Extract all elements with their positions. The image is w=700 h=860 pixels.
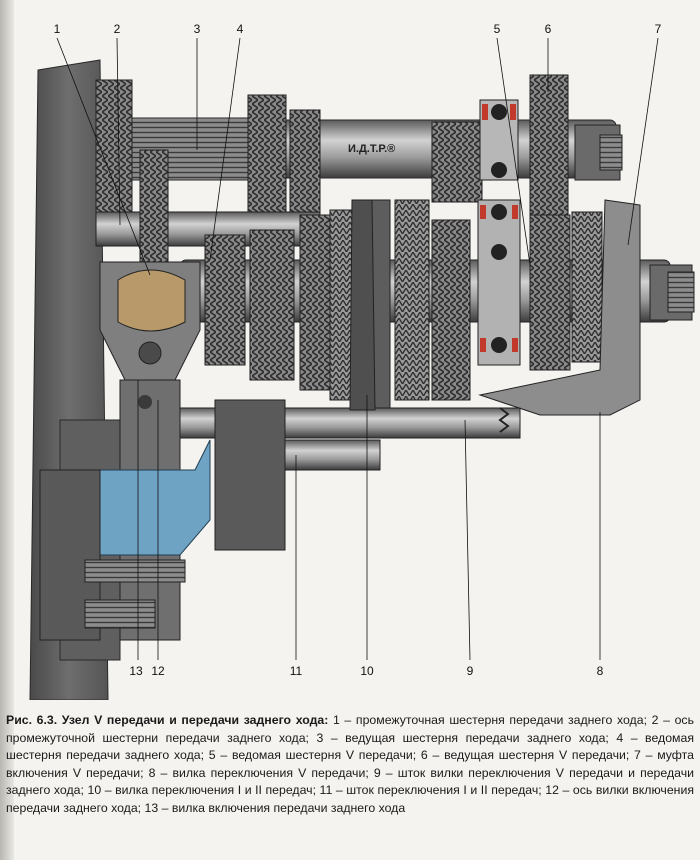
lower-bearing-seal [480,338,486,352]
leader-4 [209,37,241,261]
lower-bearing-ball [491,337,507,353]
lower-bearing-ball [491,244,507,260]
shaft-marking: И.Д.Т.Р.® [348,143,395,155]
fork-axle-pin [138,395,152,409]
callout-8: 8 [596,664,604,678]
callout-13: 13 [129,664,143,678]
caption-title: Рис. 6.3. Узел V передачи и передачи зад… [6,713,329,727]
lower-spline-shaft-b [84,599,156,629]
upper-bearing-ball [491,104,507,120]
callout-12: 12 [151,664,165,678]
callout-3: 3 [193,22,201,36]
lower-gear-b [249,229,295,381]
callout-1: 1 [53,22,61,36]
fifth-fork [478,199,641,416]
upper-gear-right-a [431,121,483,203]
callout-7: 7 [654,22,662,36]
shift-rail-secondary [279,439,381,471]
upper-gear-mid-b [289,109,321,221]
lower-gear-c [299,214,331,391]
leader-5 [496,37,531,266]
leader-9 [464,419,471,661]
leader-7 [627,37,659,246]
rail-spring [498,407,510,433]
caption-body: 1 – промежуточная шестерня передачи задн… [6,713,694,815]
upper-gear-left [95,79,133,221]
lower-bearing-seal [512,205,518,219]
lower-bearing-seal [512,338,518,352]
leader-1 [56,37,151,276]
lower-bearing-seal [480,205,486,219]
callout-4: 4 [236,22,244,36]
callout-10: 10 [360,664,374,678]
lower-spline-shaft [84,559,186,583]
callout-2: 2 [113,22,121,36]
lower-bearing-ball [491,204,507,220]
fifth-driven-gear [529,214,571,371]
fifth-coupling [571,211,603,363]
callout-6: 6 [544,22,552,36]
gearbox-diagram: И.Д.Т.Р.® [29,37,695,700]
leader-lines [56,37,659,661]
upper-bearing-ball [491,162,507,178]
callout-5: 5 [493,22,501,36]
figure-caption: Рис. 6.3. Узел V передачи и передачи зад… [6,712,694,818]
fork-pivot-bolt [138,341,162,365]
callout-11: 11 [289,664,303,678]
callout-9: 9 [466,664,474,678]
page-binding-shadow [0,0,14,860]
leader-2 [116,37,121,226]
lower-gear-d [431,219,471,401]
lower-end-thread [667,271,695,313]
lower-gear-a [204,234,246,366]
upper-bearing-seal [482,104,488,120]
reverse-fork-pad [117,269,186,332]
upper-nut-thread [599,134,623,171]
upper-gear-right-b [529,74,569,226]
first-second-fork [349,199,376,411]
shift-rail-bracket [214,399,286,551]
upper-bearing-seal [510,104,516,120]
lower-synchro-b [394,199,430,401]
lower-synchro-a [329,209,353,401]
